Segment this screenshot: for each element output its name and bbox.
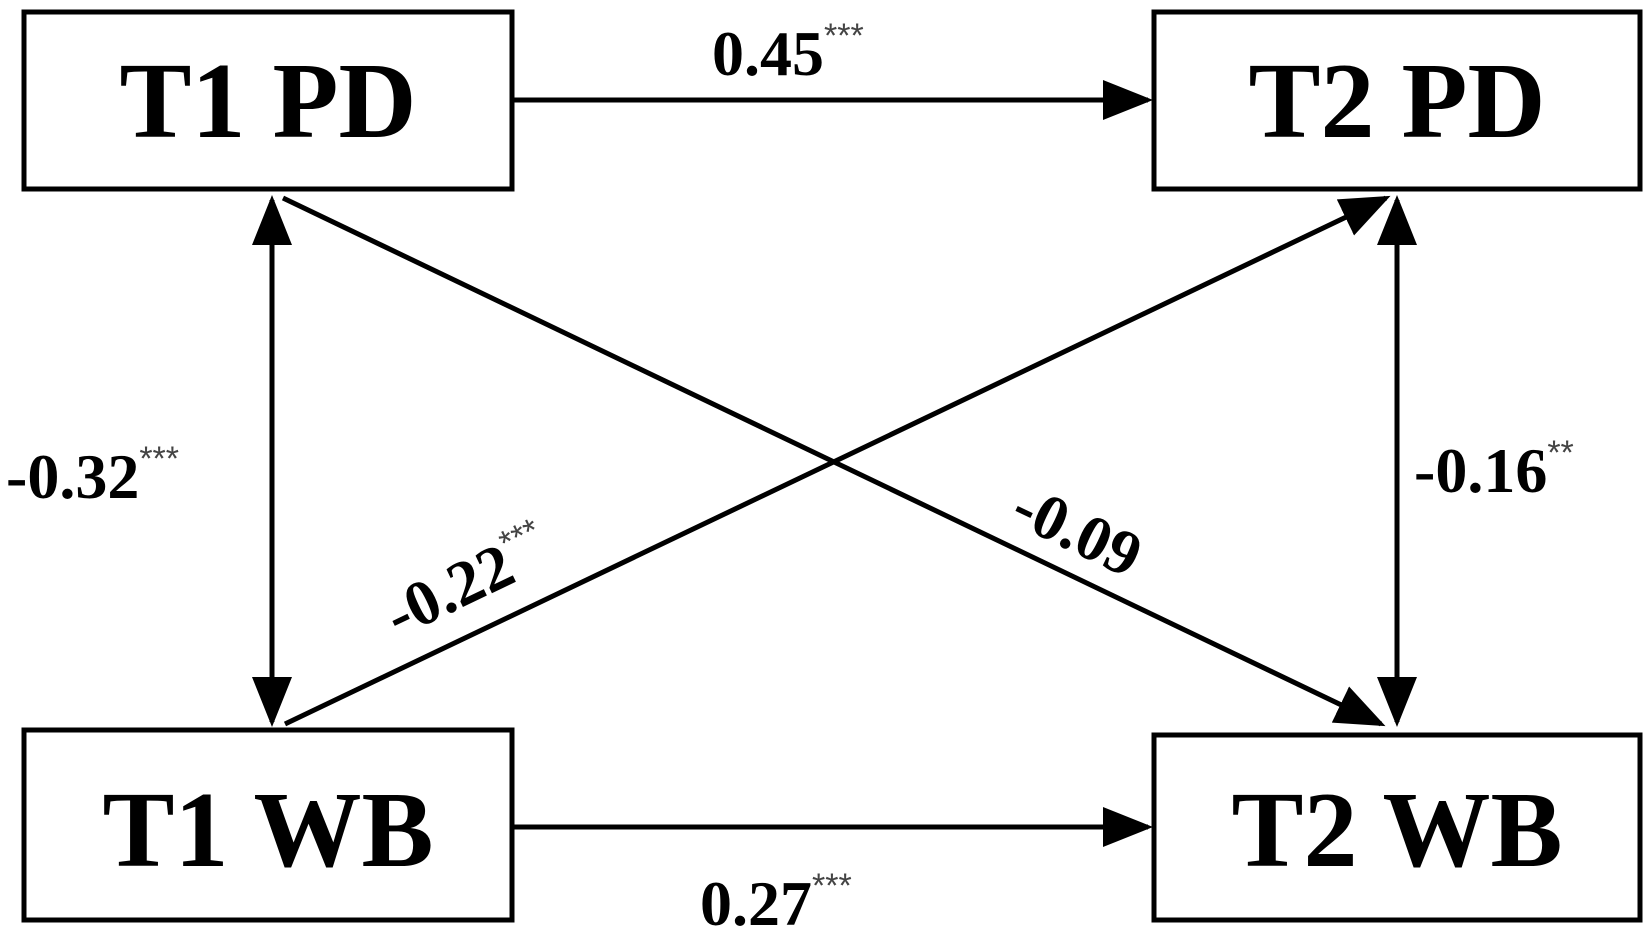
coef-t1pd-to-t2wb: -0.09 xyxy=(1002,470,1153,591)
coef-t1pd-t1wb: -0.32*** xyxy=(6,440,179,512)
node-t1-wb-label: T1 WB xyxy=(102,771,433,890)
coef-t2pd-t2wb: -0.16** xyxy=(1414,434,1574,506)
coef-value: 0.27 xyxy=(700,868,812,939)
significance-stars: ** xyxy=(1547,434,1573,472)
node-t2-pd-label: T2 PD xyxy=(1249,42,1546,161)
significance-stars: *** xyxy=(139,440,179,478)
coef-t1wb-to-t2wb: 0.27*** xyxy=(700,867,852,939)
node-t2-wb-label: T2 WB xyxy=(1231,771,1562,890)
significance-stars: *** xyxy=(824,17,864,55)
coef-value: 0.45 xyxy=(712,18,824,89)
coef-value: -0.32 xyxy=(6,441,139,512)
node-t2-pd: T2 PD xyxy=(1151,9,1643,192)
path-t1pd-to-t2wb xyxy=(281,195,1386,727)
coef-t1wb-to-t2pd: -0.22*** xyxy=(373,511,560,650)
node-t2-wb: T2 WB xyxy=(1151,732,1643,923)
coef-value: -0.09 xyxy=(1002,470,1153,591)
significance-stars: *** xyxy=(812,867,852,905)
node-t1-wb: T1 WB xyxy=(21,727,515,923)
node-t1-pd-label: T1 PD xyxy=(120,42,417,161)
coef-t1pd-to-t2pd: 0.45*** xyxy=(712,17,864,89)
coef-value: -0.16 xyxy=(1414,435,1547,506)
node-t1-pd: T1 PD xyxy=(21,9,515,192)
